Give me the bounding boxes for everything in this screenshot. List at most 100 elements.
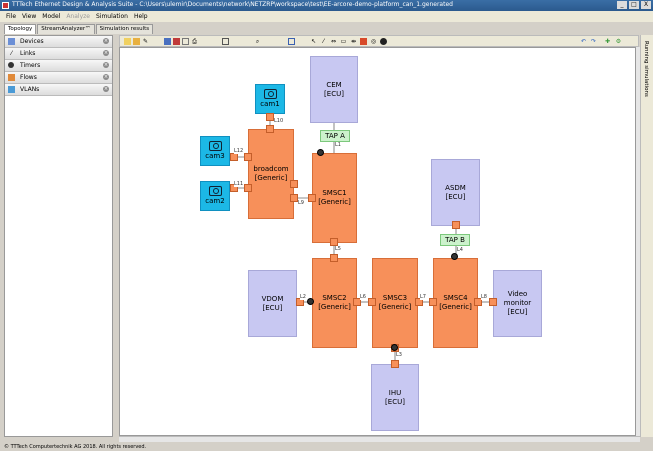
port[interactable] xyxy=(429,298,437,306)
ecu-cem[interactable]: CEM[ECU] xyxy=(310,56,358,123)
print-icon[interactable]: ⎙ xyxy=(192,38,197,45)
validate-icon[interactable]: ✚ xyxy=(604,38,611,45)
vlans-icon xyxy=(8,86,15,93)
maximize-button[interactable]: □ xyxy=(629,1,639,9)
panel-splitter[interactable] xyxy=(114,35,117,437)
menu-analyze[interactable]: Analyze xyxy=(66,13,90,20)
split-icon[interactable]: ⇹ xyxy=(350,38,357,45)
minimize-button[interactable]: _ xyxy=(617,1,627,9)
tap-b[interactable]: TAP B xyxy=(440,234,470,246)
close-icon[interactable]: × xyxy=(103,38,109,44)
sidebar-item-links[interactable]: ⁄ Links × xyxy=(5,48,112,60)
node-type: [ECU] xyxy=(507,308,528,316)
save-all-icon[interactable] xyxy=(173,38,180,45)
sidebar-item-vlans[interactable]: VLANs × xyxy=(5,84,112,96)
open-icon[interactable] xyxy=(133,38,140,45)
sidebar-item-label: Links xyxy=(20,50,36,57)
tab-streamanalyzer[interactable]: StreamAnalyzer™ xyxy=(37,24,95,34)
target-icon[interactable]: ◎ xyxy=(370,38,377,45)
probe-icon[interactable] xyxy=(317,149,324,156)
panel-label: Running simulations xyxy=(643,41,649,97)
ecu-video-monitor[interactable]: Video monitor[ECU] xyxy=(493,270,542,337)
link-tool-icon[interactable]: ⁄ xyxy=(322,38,324,45)
node-type: [ECU] xyxy=(262,303,283,312)
horizontal-scrollbar[interactable] xyxy=(119,436,640,442)
zoom-icon[interactable]: ⌕ xyxy=(255,38,260,45)
select-icon[interactable]: ↖ xyxy=(310,38,317,45)
probe-icon[interactable] xyxy=(391,344,398,351)
save-icon[interactable] xyxy=(164,38,171,45)
close-icon[interactable]: × xyxy=(103,74,109,80)
tap-a[interactable]: TAP A xyxy=(320,130,350,142)
port[interactable] xyxy=(230,153,238,161)
sidebar-item-devices[interactable]: Devices × xyxy=(5,36,112,48)
ecu-vdom[interactable]: VDOM[ECU] xyxy=(248,270,297,337)
menu-view[interactable]: View xyxy=(22,13,37,20)
menu-model[interactable]: Model xyxy=(42,13,61,20)
topology-canvas[interactable]: CEM[ECU] ASDM[ECU] VDOM[ECU] IHU[ECU] Vi… xyxy=(119,47,636,436)
ecu-asdm[interactable]: ASDM[ECU] xyxy=(431,159,480,226)
port[interactable] xyxy=(266,125,274,133)
port[interactable] xyxy=(244,153,252,161)
port[interactable] xyxy=(452,221,460,229)
link-label: L3 xyxy=(396,352,402,358)
node-name: broadcom xyxy=(253,165,289,173)
timer-tool-icon[interactable] xyxy=(380,38,387,45)
close-icon[interactable]: × xyxy=(103,50,109,56)
port[interactable] xyxy=(244,184,252,192)
sidebar-item-timers[interactable]: Timers × xyxy=(5,60,112,72)
switch-smsc1[interactable]: SMSC1[Generic] xyxy=(312,153,357,243)
ecu-ihu[interactable]: IHU[ECU] xyxy=(371,364,419,431)
menu-file[interactable]: File xyxy=(6,13,17,20)
sidebar-item-flows[interactable]: Flows × xyxy=(5,72,112,84)
zoom-fit-icon[interactable] xyxy=(222,38,229,45)
close-button[interactable]: X xyxy=(641,1,651,9)
port[interactable] xyxy=(415,298,423,306)
port[interactable] xyxy=(368,298,376,306)
node-name: cam1 xyxy=(260,100,280,108)
links-icon: ⁄ xyxy=(10,50,12,57)
camera-cam2[interactable]: cam2 xyxy=(200,181,230,211)
switch-smsc2[interactable]: SMSC2[Generic] xyxy=(312,258,357,348)
stop-icon[interactable] xyxy=(360,38,367,45)
layout-icon[interactable] xyxy=(288,38,295,45)
probe-icon[interactable] xyxy=(307,298,314,305)
node-name: cam3 xyxy=(205,152,225,160)
sidebar: Devices × ⁄ Links × Timers × Flows × VLA… xyxy=(4,35,113,437)
close-icon[interactable]: × xyxy=(103,86,109,92)
port[interactable] xyxy=(308,194,316,202)
connect-icon[interactable]: ⇔ xyxy=(330,38,337,45)
vertical-scrollbar[interactable] xyxy=(636,47,640,436)
edit-icon[interactable]: ✎ xyxy=(142,38,149,45)
port[interactable] xyxy=(391,360,399,368)
switch-smsc3[interactable]: SMSC3[Generic] xyxy=(372,258,418,348)
camera-cam1[interactable]: cam1 xyxy=(255,84,285,114)
tap-tool-icon[interactable]: ▭ xyxy=(340,38,347,45)
switch-broadcom[interactable]: broadcom[Generic] xyxy=(248,129,294,219)
port[interactable] xyxy=(330,254,338,262)
copy-icon[interactable] xyxy=(182,38,189,45)
timers-icon xyxy=(8,62,14,68)
port[interactable] xyxy=(353,298,361,306)
probe-icon[interactable] xyxy=(451,253,458,260)
tab-simulation-results[interactable]: Simulation results xyxy=(95,24,154,34)
port[interactable] xyxy=(489,298,497,306)
switch-smsc4[interactable]: SMSC4[Generic] xyxy=(433,258,478,348)
simulation-panel[interactable]: Running simulations xyxy=(640,35,653,437)
menu-help[interactable]: Help xyxy=(133,13,148,20)
link-label: L1 xyxy=(335,142,341,148)
new-icon[interactable] xyxy=(124,38,131,45)
port[interactable] xyxy=(290,180,298,188)
settings-icon[interactable]: ⚙ xyxy=(615,38,622,45)
redo-icon[interactable]: ↷ xyxy=(590,38,597,45)
node-type: [Generic] xyxy=(318,198,351,206)
tab-topology[interactable]: Topology xyxy=(4,24,37,34)
port[interactable] xyxy=(290,194,298,202)
port[interactable] xyxy=(474,298,482,306)
port[interactable] xyxy=(266,113,274,121)
close-icon[interactable]: × xyxy=(103,62,109,68)
port[interactable] xyxy=(330,238,338,246)
menu-simulation[interactable]: Simulation xyxy=(95,13,128,20)
camera-cam3[interactable]: cam3 xyxy=(200,136,230,166)
undo-icon[interactable]: ↶ xyxy=(580,38,587,45)
